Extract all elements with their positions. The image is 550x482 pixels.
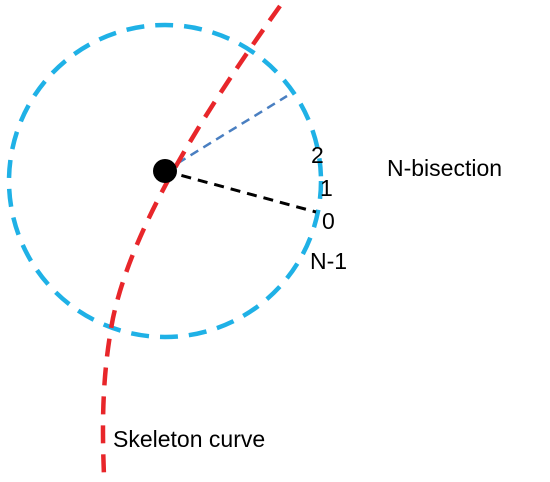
n-bisection-label: N-bisection	[387, 155, 503, 181]
index-label-n-minus-1: N-1	[310, 248, 348, 274]
ray-to-point-0	[164, 169, 317, 214]
skeleton-curve	[100, 4, 282, 477]
skeleton-curve-label: Skeleton curve	[113, 426, 266, 452]
center-point	[153, 159, 177, 183]
dashed-circle	[6, 22, 324, 340]
ray-to-point-2	[164, 94, 288, 173]
index-label-1: 1	[320, 175, 333, 201]
index-label-2: 2	[311, 142, 324, 168]
index-label-0: 0	[322, 208, 335, 234]
